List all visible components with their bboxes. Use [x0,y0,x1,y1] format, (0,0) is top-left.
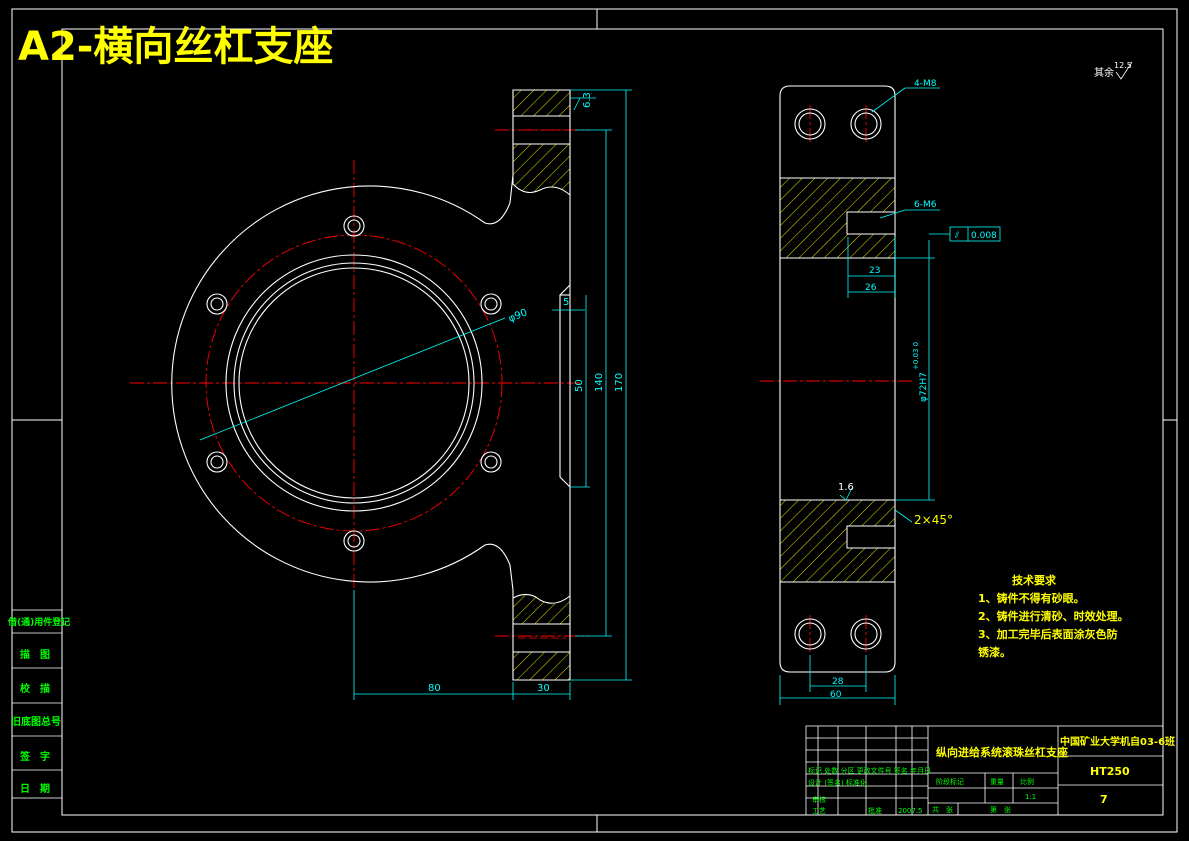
left-table-row-1: 借(通)用件登记 [7,616,70,628]
title-block-date: 2007.5 [898,807,923,815]
dim-5: 5 [563,297,569,308]
tolerance-value: 0.008 [971,231,997,241]
tech-req-line-4: 锈漆。 [978,645,1011,659]
title-block-part-name: 纵向进给系统滚珠丝杠支座 [936,745,1068,759]
front-centerlines [130,129,590,637]
title-block-scale: 1:1 [1025,793,1036,801]
dim-23: 23 [869,266,880,276]
left-table-row-6: 日 期 [20,782,50,795]
side-view: 4-M8 6-M6 ⫽ 0.008 23 26 φ72H7 +0.03 0 28… [760,61,1133,705]
front-outline [171,89,571,681]
title-block-total-label: 共 张 [932,805,953,814]
title-block-row-design: 设计 (签名) 标准化 [808,778,867,787]
roughness-other-symbol [1115,61,1133,80]
tech-req-heading: 技术要求 [1012,573,1057,587]
title-block-scale-label: 比例 [1020,777,1034,786]
dim-bore: φ72H7 [919,372,929,402]
roughness-1-6: 1.6 [838,482,854,493]
dim-30: 30 [537,683,550,694]
callout-4-m8: 4-M8 [914,79,937,89]
dim-140: 140 [594,373,605,392]
side-outline [779,85,896,673]
left-table-row-5: 签 字 [19,750,50,763]
side-dimensions [779,87,1001,705]
dim-80: 80 [428,683,441,694]
dim-50: 50 [574,379,585,392]
left-table-row-2: 描 图 [20,648,50,661]
tech-req-line-3: 3、加工完毕后表面涂灰色防 [978,627,1118,641]
side-hatch-sections [779,177,896,583]
title-block-row-craft: 工艺 [812,807,826,815]
dim-60: 60 [830,690,842,700]
title-block-school: 中国矿业大学机自03-6班 [1060,735,1175,748]
roughness-6-3: 6.3 [582,92,593,108]
roughness-other-value: 12.5 [1114,61,1132,70]
dim-bore-tol: +0.03 0 [912,342,920,370]
left-table-row-3: 校 描 [20,682,50,695]
title-block-stage-label: 阶段标记 [936,777,964,786]
title-block-row-check: 审核 [812,795,826,804]
roughness-other-label: 其余 [1094,66,1114,79]
title-block-material: HT250 [1090,765,1130,778]
dim-170: 170 [614,373,625,392]
title-block-row-approve: 批准 [868,806,882,815]
title-block-row-marks: 标记 处数 分区 更改文件号 签名 年月日 [808,766,931,775]
dim-diameter-90: φ90 [507,307,529,324]
tolerance-symbol: ⫽ [954,231,959,241]
dim-28: 28 [832,677,844,687]
drawing-title: A2-横向丝杠支座 [18,24,333,70]
side-centerlines [760,105,915,655]
title-block-page-label: 第 张 [990,805,1011,814]
sheet-frame [11,8,1178,833]
left-table: 借(通)用件登记 描 图 校 描 旧底图总号 签 字 日 期 [7,609,70,799]
tech-req-line-2: 2、铸件进行清砂、时效处理。 [978,609,1129,623]
left-table-row-4: 旧底图总号 [11,715,61,728]
callout-6-m6: 6-M6 [914,200,937,210]
dim-26: 26 [865,283,877,293]
chamfer-label: 2×45° [914,513,953,527]
tech-requirements: 技术要求 1、铸件不得有砂眼。 2、铸件进行清砂、时效处理。 3、加工完毕后表面… [978,573,1129,659]
front-view: φ90 80 30 5 50 140 170 6.3 [130,89,632,700]
front-dimensions [199,89,632,700]
title-block-sheet: 7 [1100,793,1108,806]
title-block-weight-label: 重量 [990,778,1004,786]
tech-req-line-1: 1、铸件不得有砂眼。 [978,591,1085,605]
title-block: 纵向进给系统滚珠丝杠支座 中国矿业大学机自03-6班 HT250 7 标记 处数… [805,725,1175,816]
front-hatch-sections [512,89,571,681]
